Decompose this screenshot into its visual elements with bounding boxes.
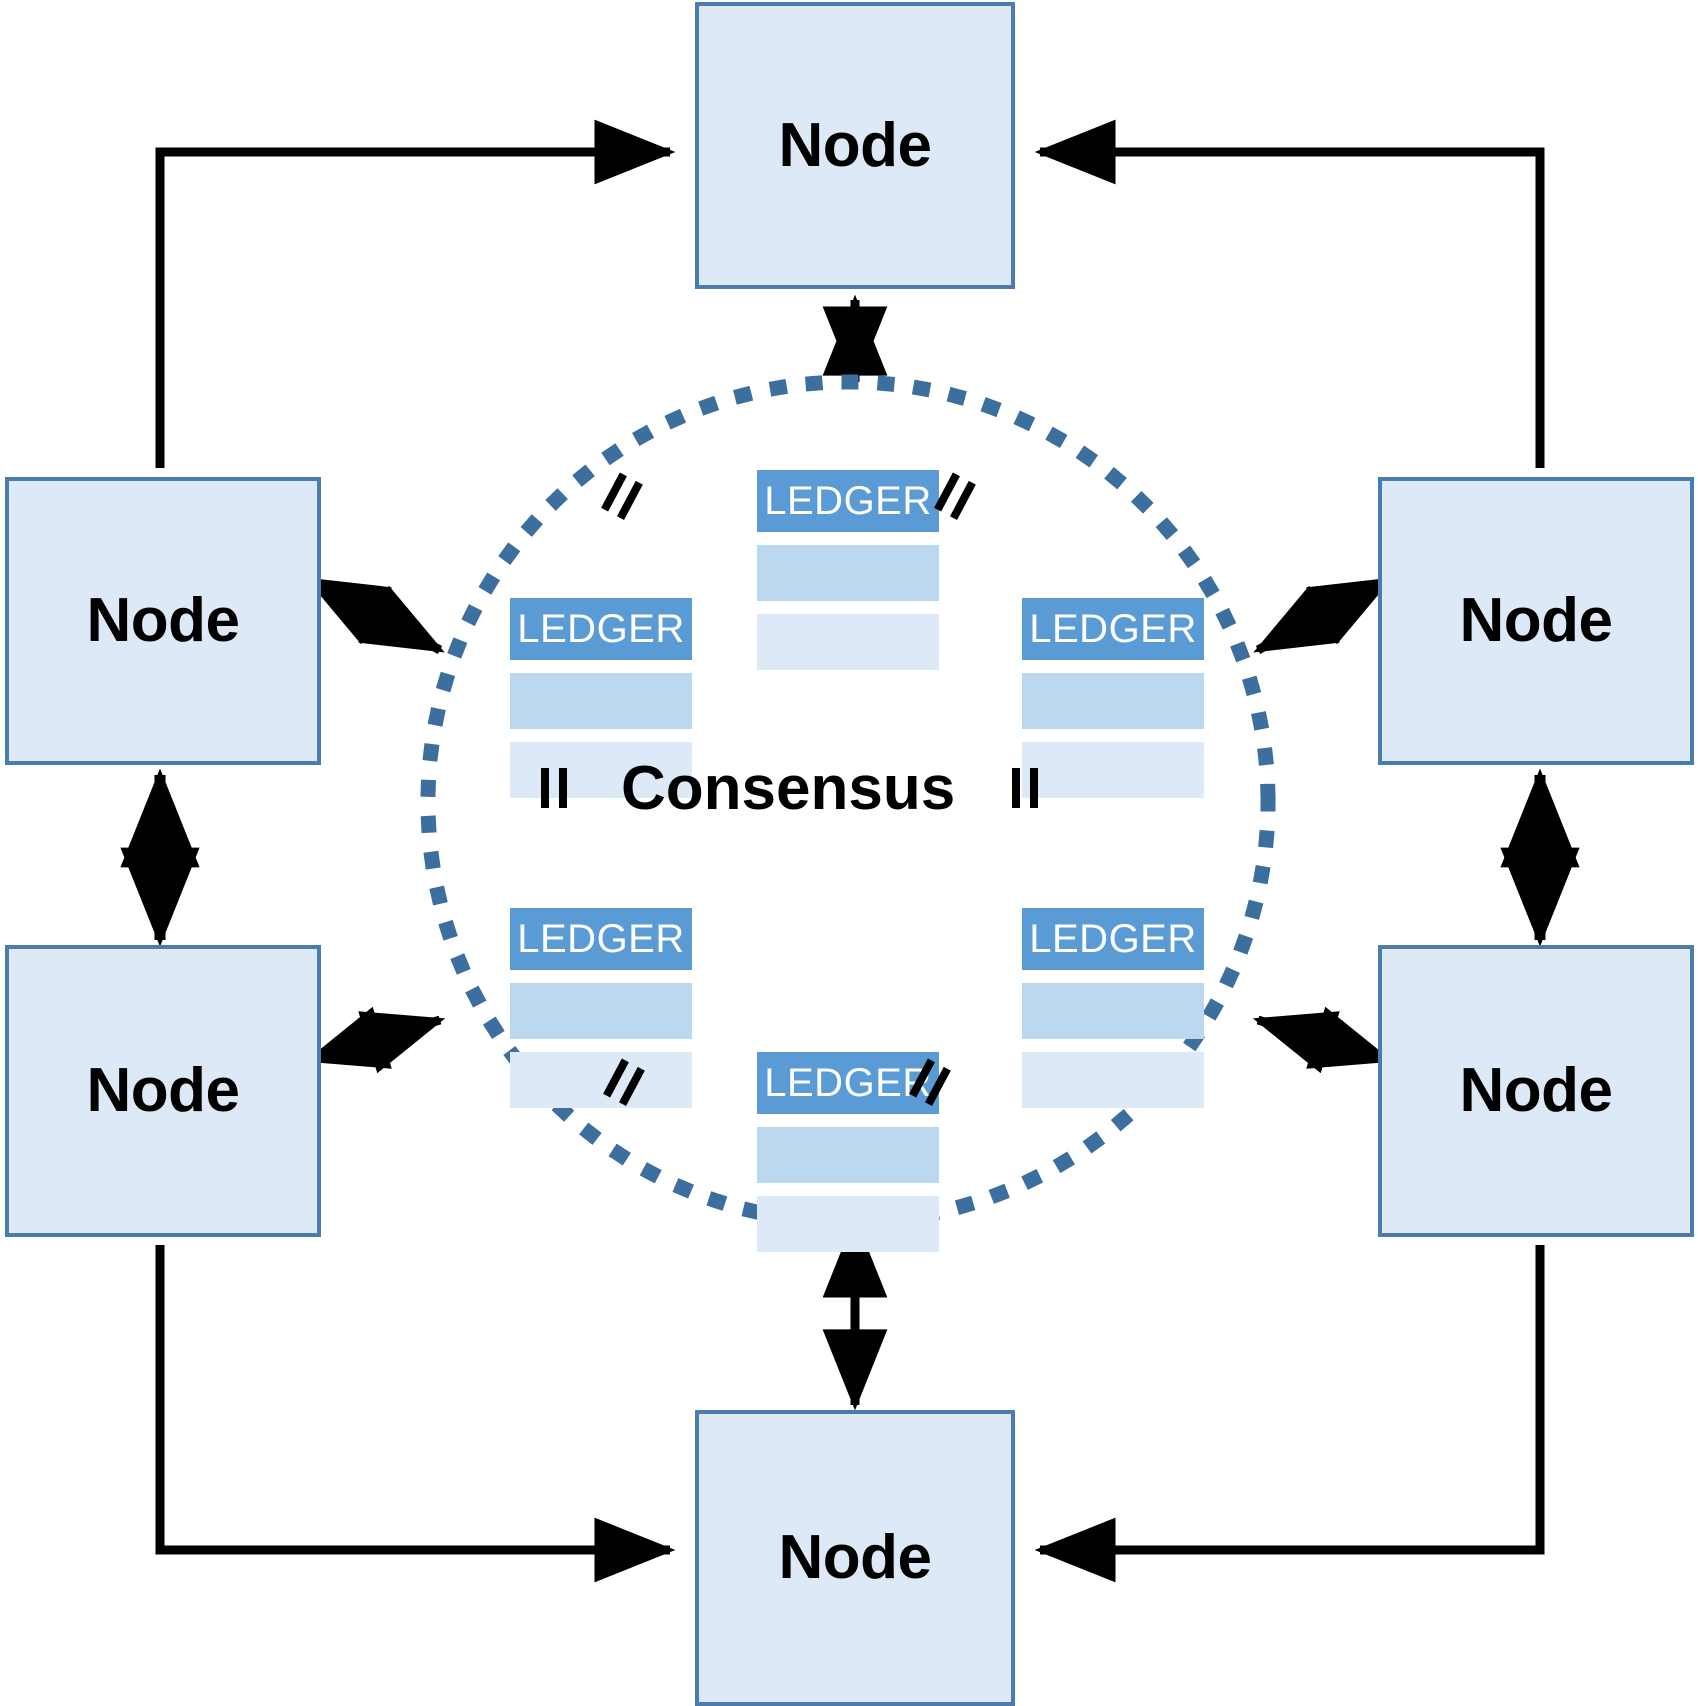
ledger-header: LEDGER <box>1022 598 1204 660</box>
equals-mid-left-icon <box>531 764 575 808</box>
node-right-upper[interactable]: Node <box>1378 477 1694 765</box>
ledger-bar-secondary <box>510 1052 692 1108</box>
ledger-bar-primary <box>757 1127 939 1183</box>
node-label: Node <box>1459 1056 1614 1125</box>
ledger-upper-left[interactable]: LEDGER <box>510 598 692 798</box>
ledger-top[interactable]: LEDGER <box>757 470 939 670</box>
ledger-bar-secondary <box>1022 1052 1204 1108</box>
node-label: Node <box>86 586 241 655</box>
consensus-circle <box>420 374 1276 1230</box>
ledger-header: LEDGER <box>757 1052 939 1114</box>
consensus-label: Consensus <box>621 754 956 823</box>
arrow-right-lower-to-center <box>1252 1006 1394 1074</box>
arrow-right-upper-to-center <box>1253 576 1393 654</box>
ledger-bar-secondary <box>1022 742 1204 798</box>
node-label: Node <box>86 1056 241 1125</box>
node-left-upper[interactable]: Node <box>5 477 321 765</box>
node-label: Node <box>1459 586 1614 655</box>
ledger-bar-secondary <box>510 742 692 798</box>
node-top[interactable]: Node <box>695 2 1015 289</box>
ledger-header: LEDGER <box>757 470 939 532</box>
ledger-bar-primary <box>757 545 939 601</box>
equals-mid-right-icon <box>1002 764 1046 808</box>
node-label: Node <box>778 1523 933 1592</box>
arrow-right-lower-to-bottom <box>1034 1245 1545 1583</box>
ledger-lower-right[interactable]: LEDGER <box>1022 908 1204 1108</box>
arrow-left-upper-to-top <box>155 119 676 468</box>
node-right-lower[interactable]: Node <box>1378 945 1694 1237</box>
ledger-bar-primary <box>510 983 692 1039</box>
ledger-bar-secondary <box>757 614 939 670</box>
ledger-bottom[interactable]: LEDGER <box>757 1052 939 1252</box>
node-label: Node <box>778 110 933 180</box>
arrow-left-lower-to-bottom <box>155 1245 676 1583</box>
ledger-bar-primary <box>1022 673 1204 729</box>
ledger-bar-primary <box>510 673 692 729</box>
arrow-right-upper-to-top <box>1034 119 1545 468</box>
ledger-bar-primary <box>1022 983 1204 1039</box>
ledger-lower-left[interactable]: LEDGER <box>510 908 692 1108</box>
node-left-lower[interactable]: Node <box>5 945 321 1237</box>
ledger-header: LEDGER <box>510 908 692 970</box>
ledger-header: LEDGER <box>1022 908 1204 970</box>
ledger-bar-secondary <box>757 1196 939 1252</box>
node-bottom[interactable]: Node <box>695 1410 1015 1706</box>
arrow-left-lower-to-center <box>304 1006 446 1074</box>
ledger-header: LEDGER <box>510 598 692 660</box>
arrow-left-upper-to-center <box>305 576 445 654</box>
ledger-upper-right[interactable]: LEDGER <box>1022 598 1204 798</box>
